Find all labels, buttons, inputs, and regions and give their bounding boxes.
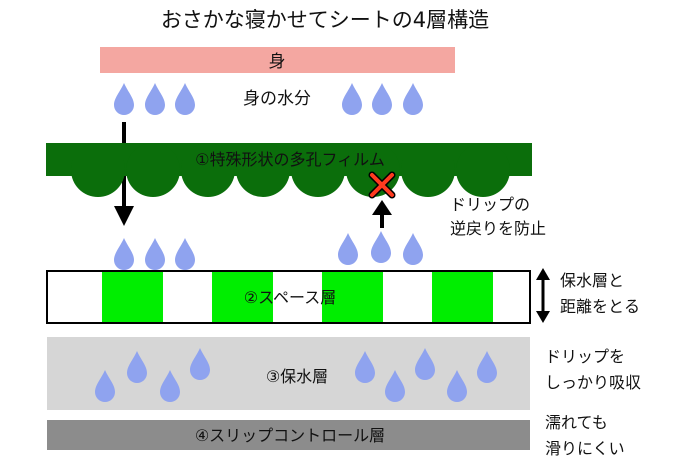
water-drop-icon [403,83,423,115]
water-note-line1: ドリップを [545,347,625,366]
space-note-line2: 距離をとる [560,297,640,316]
film-note-line2: 逆戻りを防止 [450,219,546,238]
space-layer-label: ②スペース層 [244,288,336,307]
water-drop-icon [342,83,362,115]
water-drop-icon [114,238,134,270]
slip-note-line2: 滑りにくい [545,439,625,458]
slip-note-line1: 濡れても [545,413,608,432]
porous-film-layer [46,143,532,197]
slip-layer-label: ④スリップコントロール層 [195,426,385,445]
body-water-label: 身の水分 [243,89,311,109]
water-drop-icon [372,83,392,115]
water-drop-icon [145,238,165,270]
film-layer-label: ①特殊形状の多孔フィルム [195,150,385,169]
water-drop-icon [338,233,358,265]
passing-drops [114,231,423,270]
diagram-title: おさかな寝かせてシートの4層構造 [161,8,489,32]
water-drop-icon [145,83,165,115]
water-layer-label: ③保水層 [266,367,328,386]
water-drop-icon [175,83,195,115]
double-arrow-icon [536,268,550,323]
water-drop-icon [403,233,423,265]
body-label: 身 [269,52,286,72]
water-drop-icon [175,238,195,270]
cross-mark-icon [368,171,396,199]
body-bar [100,47,455,73]
water-note-line2: しっかり吸収 [545,373,641,392]
slip-control-layer [47,420,530,450]
space-note-line1: 保水層と [560,271,624,290]
film-note-line1: ドリップの [450,195,530,214]
water-drop-icon [114,83,134,115]
water-drop-icon [371,231,391,263]
arrow-up-icon [372,200,392,228]
space-layer [46,270,531,324]
